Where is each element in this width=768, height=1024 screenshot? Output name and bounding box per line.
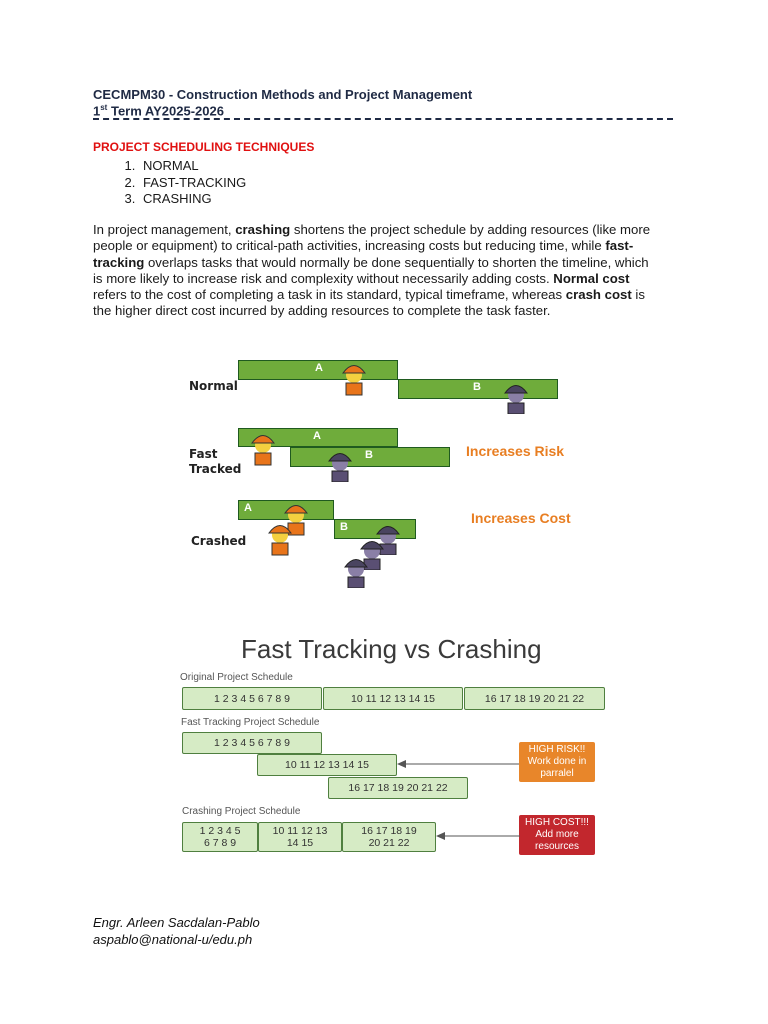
worker-b-icon [344,559,368,588]
worker-a-icon [284,505,308,536]
schedule-block: 10 11 12 13 14 15 [257,754,397,776]
worker-b-icon [504,385,528,414]
crashing-schedule-label: Crashing Project Schedule [182,806,301,817]
technique-item: CRASHING [139,191,246,208]
schedule-block: 16 17 18 19 20 21 22 [328,777,468,799]
section-title: PROJECT SCHEDULING TECHNIQUES [93,140,315,154]
schedule-block: 1 2 3 4 5 6 7 8 9 [182,732,322,754]
schedule-block: 16 17 18 19 20 21 22 [464,687,605,710]
techniques-list: NORMAL FAST-TRACKING CRASHING [115,158,246,208]
arrow-left-icon [436,832,520,840]
dashed-divider [93,118,673,120]
worker-b-icon [360,541,384,570]
author-email: aspablo@national-u/edu.ph [93,932,253,947]
increases-risk-note: Increases Risk [466,443,565,459]
worker-a-icon [342,365,366,396]
technique-item: NORMAL [139,158,246,175]
author-name: Engr. Arleen Sacdalan-Pablo [93,915,260,930]
arrow-left-icon [397,760,519,768]
fast-task-a: A [238,428,398,447]
crashed-task-a: A [238,500,334,520]
normal-label: Normal [189,379,238,393]
original-schedule-label: Original Project Schedule [180,672,293,683]
body-paragraph: In project management, crashing shortens… [93,222,651,319]
crashed-label: Crashed [191,534,247,548]
schedule-block: 10 11 12 13 14 15 [323,687,463,710]
fast-tracking-schedule-label: Fast Tracking Project Schedule [181,717,320,728]
fast-task-b: B [290,447,450,467]
technique-item: FAST-TRACKING [139,175,246,192]
term-line: 1st Term AY2025-2026 [93,103,224,119]
worker-b-icon [376,526,400,555]
increases-cost-note: Increases Cost [471,510,571,526]
schedule-block: 1 2 3 4 5 6 7 8 9 [182,687,322,710]
worker-a-icon [251,435,275,466]
course-title: CECMPM30 - Construction Methods and Proj… [93,87,473,102]
normal-task-b: B [398,379,558,399]
worker-b-icon [328,453,352,482]
diagram-title: Fast Tracking vs Crashing [241,634,542,664]
worker-a-icon [268,525,292,556]
normal-task-a: A [238,360,398,380]
